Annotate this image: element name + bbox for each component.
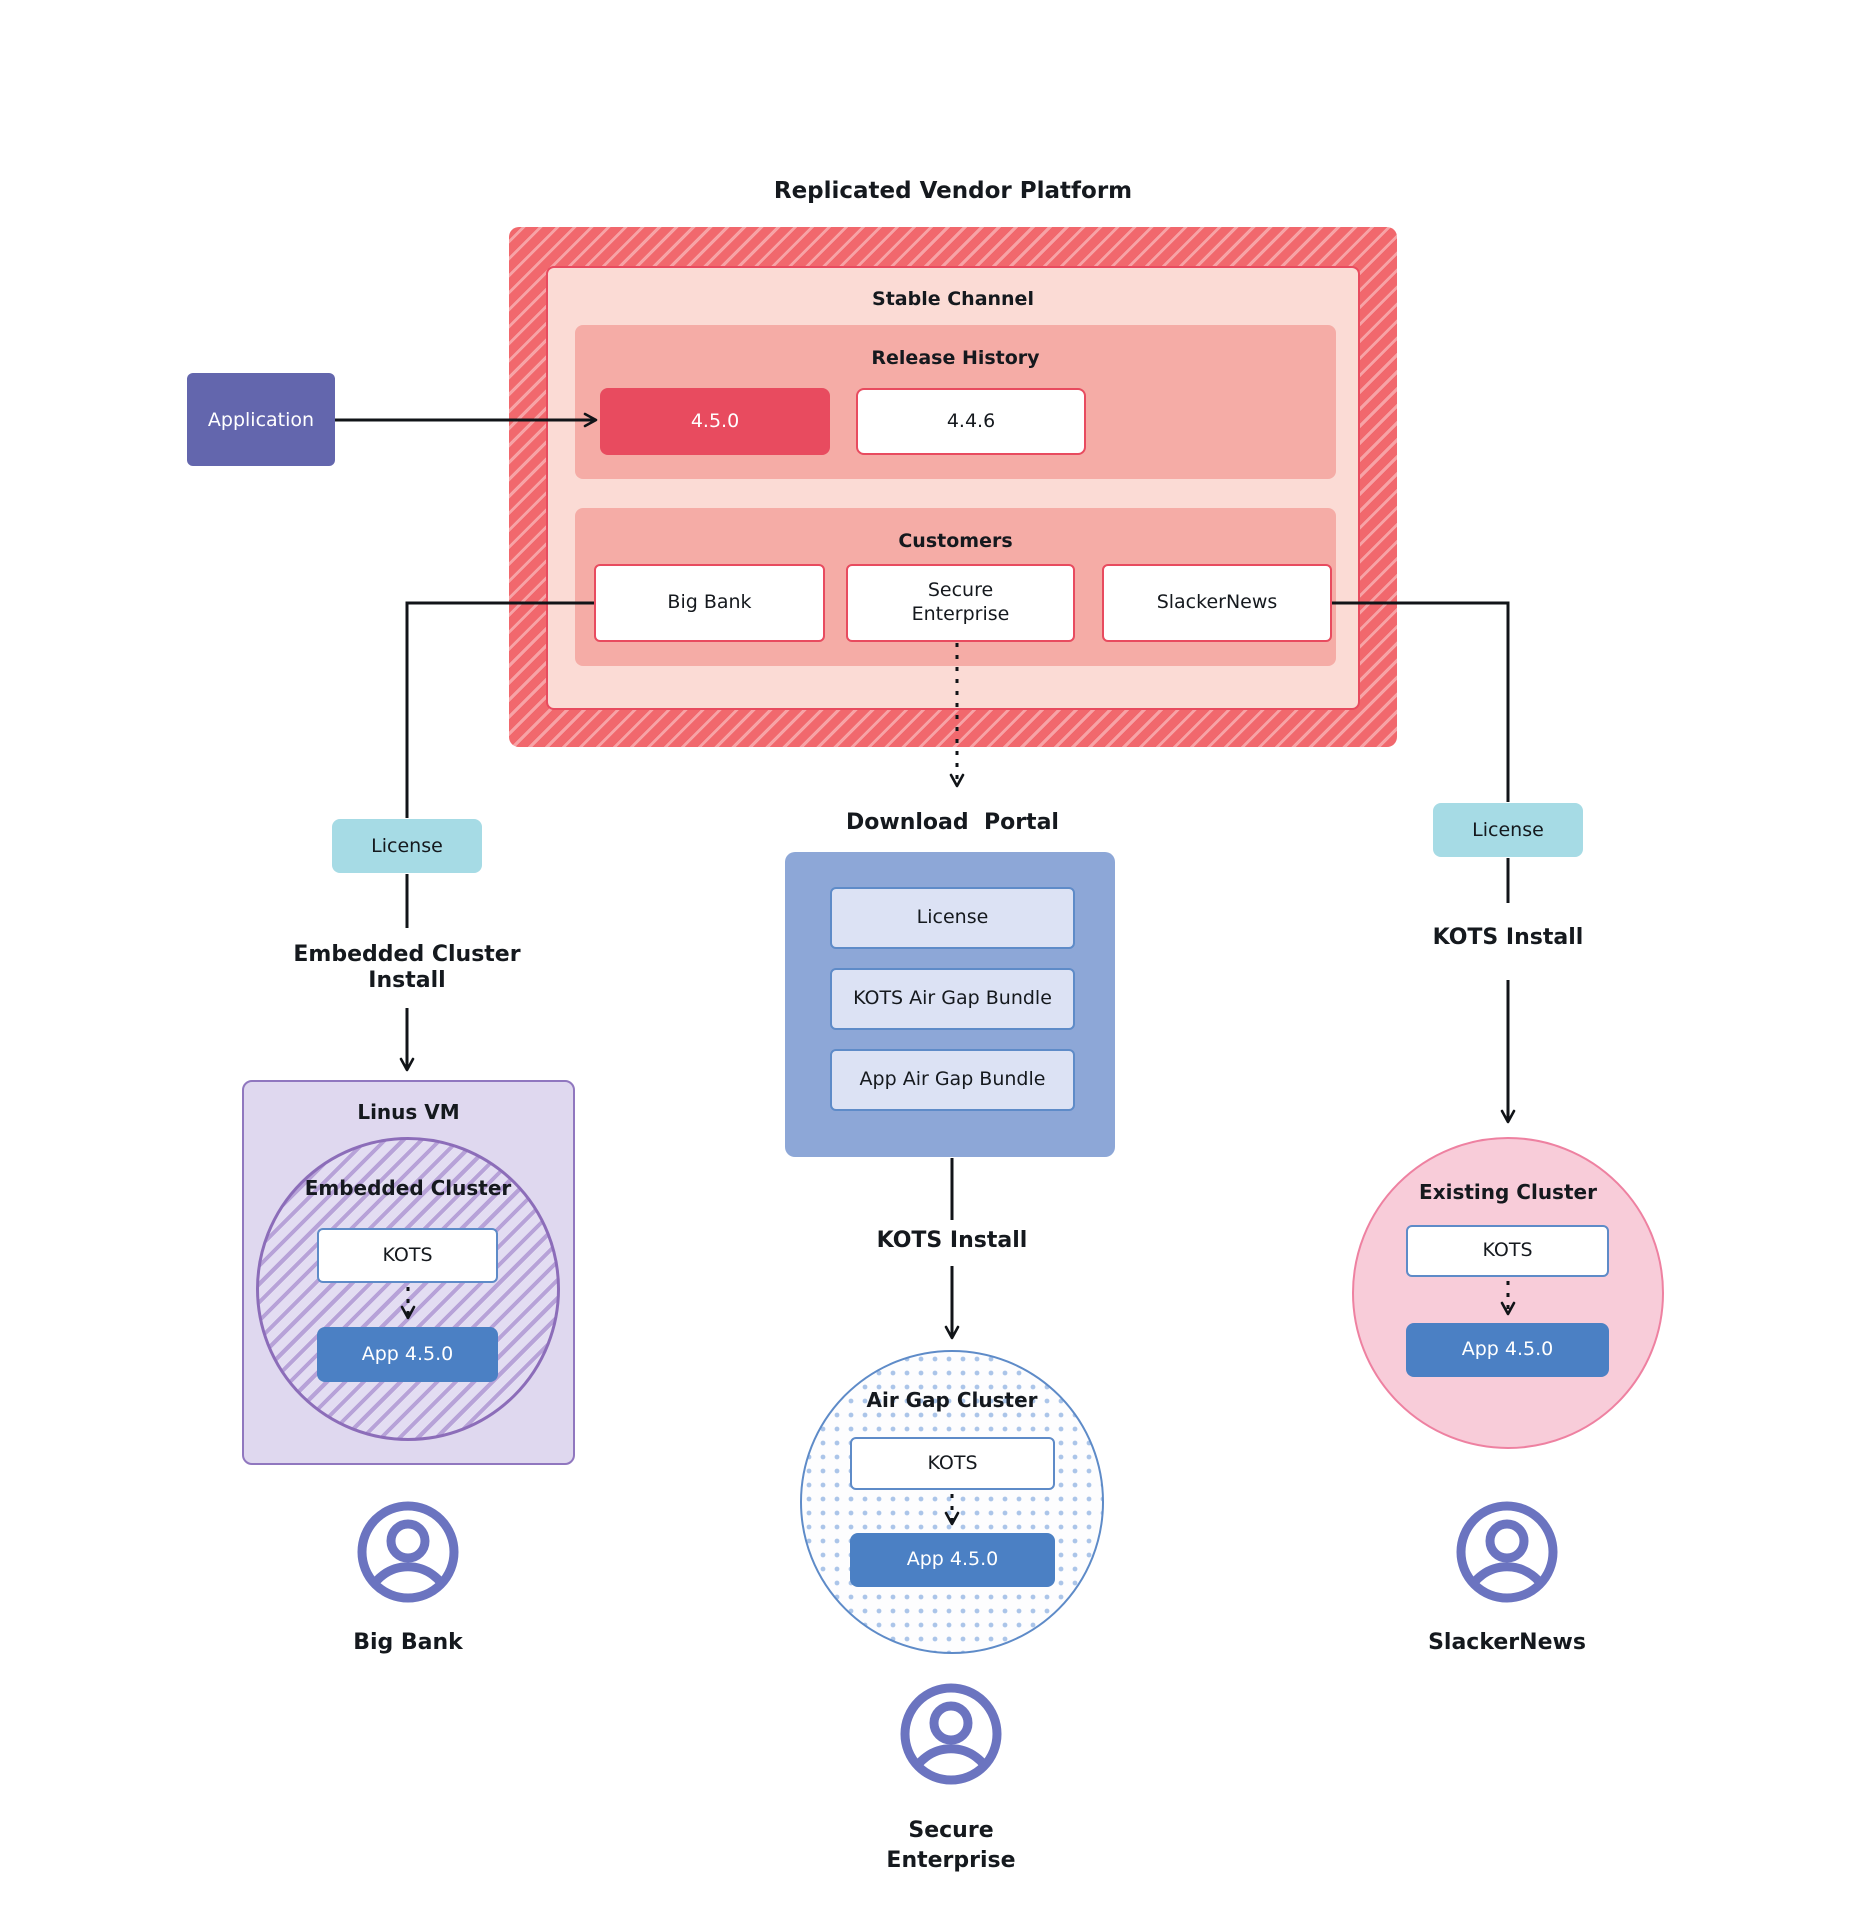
kots-box-right: KOTS bbox=[1406, 1225, 1609, 1277]
app-box-left: App 4.5.0 bbox=[317, 1327, 498, 1382]
download-portal-label: Download Portal bbox=[846, 810, 1059, 835]
kots-label: KOTS bbox=[382, 1243, 433, 1266]
linus-vm-label: Linus VM bbox=[357, 1100, 460, 1124]
portal-item-app-airgap-bundle: App Air Gap Bundle bbox=[830, 1049, 1075, 1111]
portal-item-license: License bbox=[830, 887, 1075, 949]
customers-label: Customers bbox=[898, 530, 1013, 552]
release-version-4-4-6: 4.4.6 bbox=[856, 388, 1086, 455]
person-circle-icon bbox=[356, 1500, 460, 1604]
kots-box-middle: KOTS bbox=[850, 1437, 1055, 1490]
existing-cluster-label: Existing Cluster bbox=[1419, 1180, 1597, 1204]
portal-item-label: App Air Gap Bundle bbox=[859, 1068, 1046, 1091]
app-version-label: App 4.5.0 bbox=[906, 1548, 999, 1571]
portal-item-kots-airgap-bundle: KOTS Air Gap Bundle bbox=[830, 968, 1075, 1030]
license-box-right: License bbox=[1433, 803, 1583, 857]
user-label-big-bank: Big Bank bbox=[353, 1630, 463, 1655]
license-label: License bbox=[1472, 819, 1544, 841]
app-version-label: App 4.5.0 bbox=[361, 1342, 454, 1365]
application-box: Application bbox=[187, 373, 335, 466]
embedded-cluster-circle bbox=[256, 1137, 560, 1441]
person-circle-icon bbox=[899, 1682, 1003, 1786]
release-version-label: 4.5.0 bbox=[690, 409, 740, 432]
customer-slackernews: SlackerNews bbox=[1102, 564, 1332, 642]
release-version-4-5-0: 4.5.0 bbox=[600, 388, 830, 455]
embedded-cluster-install-label: Embedded Cluster Install bbox=[293, 942, 521, 993]
app-version-label: App 4.5.0 bbox=[1461, 1338, 1554, 1361]
stable-channel-label: Stable Channel bbox=[872, 288, 1034, 310]
page-title: Replicated Vendor Platform bbox=[773, 178, 1133, 204]
customer-label: Big Bank bbox=[667, 591, 752, 614]
air-gap-cluster-label: Air Gap Cluster bbox=[866, 1388, 1038, 1412]
kots-label: KOTS bbox=[927, 1451, 978, 1474]
portal-item-label: KOTS Air Gap Bundle bbox=[853, 987, 1052, 1010]
kots-box-left: KOTS bbox=[317, 1228, 498, 1283]
app-box-middle: App 4.5.0 bbox=[850, 1533, 1055, 1587]
application-label: Application bbox=[207, 408, 315, 431]
customer-big-bank: Big Bank bbox=[594, 564, 825, 642]
embedded-cluster-label: Embedded Cluster bbox=[304, 1176, 512, 1200]
app-box-right: App 4.5.0 bbox=[1406, 1323, 1609, 1377]
customer-label: SlackerNews bbox=[1156, 591, 1278, 614]
customer-secure-enterprise: Secure Enterprise bbox=[846, 564, 1075, 642]
kots-label: KOTS bbox=[1482, 1239, 1533, 1262]
license-label: License bbox=[371, 835, 443, 857]
release-version-label: 4.4.6 bbox=[946, 409, 996, 432]
kots-install-label-middle: KOTS Install bbox=[876, 1228, 1028, 1253]
user-label-secure-enterprise: Secure Enterprise bbox=[886, 1818, 1016, 1873]
license-box-left: License bbox=[332, 819, 482, 873]
kots-install-label-right: KOTS Install bbox=[1432, 925, 1584, 950]
person-circle-icon bbox=[1455, 1500, 1559, 1604]
portal-item-label: License bbox=[916, 906, 989, 929]
release-history-label: Release History bbox=[871, 347, 1040, 369]
customer-label: Secure Enterprise bbox=[911, 579, 1010, 625]
user-label-slackernews: SlackerNews bbox=[1428, 1630, 1586, 1655]
